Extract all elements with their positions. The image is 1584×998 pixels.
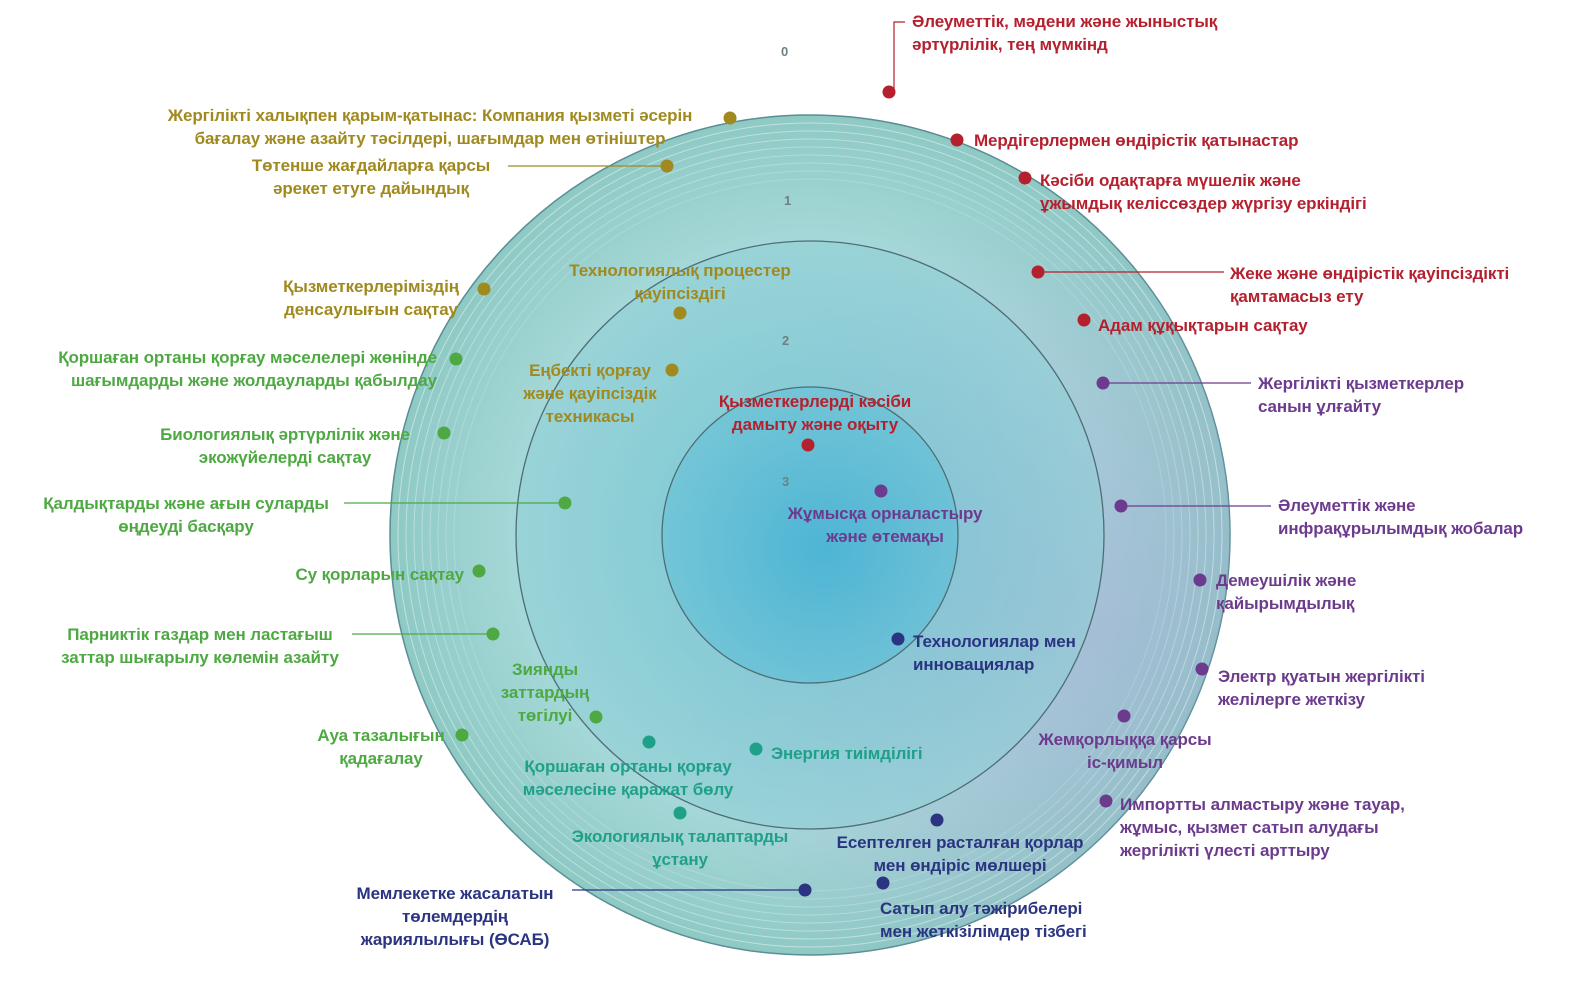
label-environmental-funding: Қоршаған ортаны қорғау мәселесіне қаража… <box>522 757 734 799</box>
label-environmental-compliance: Экологиялық талаптарды ұстану <box>571 827 789 869</box>
topic-dot <box>798 883 812 897</box>
label-sponsorship-charity: Демеушілік және қайырымдылық <box>1216 571 1357 613</box>
ring-line <box>405 130 1215 940</box>
label-ghg-emissions: Парниктік газдар мен ластағыш заттар шығ… <box>61 625 339 667</box>
topic-dot <box>1031 265 1045 279</box>
label-personal-industrial-safety: Жеке және өндірістік қауіпсіздікті қамта… <box>1230 264 1510 306</box>
topic-dot <box>1193 573 1207 587</box>
topic-dot <box>558 496 572 510</box>
topic-dot <box>437 426 451 440</box>
label-diversity-equal-opportunity: Әлеуметтік, мәдени және жыныстық әртүрлі… <box>912 12 1218 54</box>
topic-dot <box>1114 499 1128 513</box>
label-procurement-supply-chain: Сатып алу тәжірибелері мен жеткізілімдер… <box>880 899 1087 941</box>
topic-dot <box>642 735 656 749</box>
label-community-relations: Жергілікті халықпен қарым-қатынас: Компа… <box>167 106 693 148</box>
inner-circle <box>661 386 959 684</box>
ring-number-1: 1 <box>784 193 792 208</box>
topic-dot <box>749 742 763 756</box>
topic-dot <box>1018 171 1032 185</box>
topic-dot <box>876 876 890 890</box>
topic-dot <box>449 352 463 366</box>
label-technology-innovation: Технологиялар мен инновациялар <box>913 632 1076 674</box>
ring-line <box>445 170 1175 900</box>
label-import-substitution: Импортты алмастыру және тауар, жұмыс, қы… <box>1120 795 1405 860</box>
label-energy-efficiency: Энергия тиімділігі <box>771 744 923 763</box>
label-anti-corruption: Жемқорлыққа қарсы іс-қимыл <box>1038 730 1212 772</box>
topic-dot <box>472 564 486 578</box>
label-social-infrastructure-projects: Әлеуметтік және инфрақұрылымдық жобалар <box>1278 496 1524 538</box>
topic-dot <box>455 728 469 742</box>
topic-dot <box>1099 794 1113 808</box>
topic-dot <box>950 133 964 147</box>
label-water-resources: Су қорларын сақтау <box>295 565 464 584</box>
ring-line <box>437 162 1183 908</box>
topic-dot <box>673 806 687 820</box>
ring-line <box>413 138 1207 932</box>
label-payment-transparency: Мемлекетке жасалатын төлемдердің жариялы… <box>356 884 554 949</box>
label-electricity-local-grids: Электр қуатын жергілікті желілерге жеткі… <box>1218 667 1425 709</box>
label-waste-management: Қалдықтарды және ағын суларды өңдеуді ба… <box>43 494 329 536</box>
topic-dot <box>874 484 888 498</box>
label-labor-protection: Еңбекті қорғау және қауіпсіздік техникас… <box>523 361 657 426</box>
ring-number-2: 2 <box>782 333 790 348</box>
topic-dot <box>486 627 500 641</box>
topic-dot <box>665 363 679 377</box>
topic-dots <box>437 85 1209 897</box>
ring-line <box>429 154 1191 916</box>
topic-dot <box>723 111 737 125</box>
ring-number-3: 3 <box>782 474 790 489</box>
label-human-rights: Адам құқықтарын сақтау <box>1098 316 1308 335</box>
topic-dot <box>1117 709 1131 723</box>
ring-line <box>397 122 1223 948</box>
topic-dot <box>660 159 674 173</box>
ring-lines <box>397 122 1223 948</box>
label-local-employees: Жергілікті қызметкерлер санын ұлғайту <box>1258 374 1465 416</box>
topic-dot <box>930 813 944 827</box>
label-employee-health: Қызметкерлеріміздің денсаулығын сақтау <box>283 277 459 319</box>
label-emergency-preparedness: Төтенше жағдайларға қарсы әрекет етуге д… <box>251 156 491 198</box>
label-contractor-relations: Мердігерлермен өндірістік қатынастар <box>974 131 1299 150</box>
topic-dot <box>477 282 491 296</box>
topic-dot <box>673 306 687 320</box>
label-harmful-spills: Зиянды заттардың төгілуі <box>500 660 590 725</box>
topic-dot <box>882 85 896 99</box>
leader-line <box>889 21 905 93</box>
label-air-quality: Ауа тазалығын қадағалау <box>317 726 445 768</box>
label-union-freedom: Кәсіби одақтарға мүшелік және ұжымдық ке… <box>1040 171 1367 213</box>
topic-dot <box>1195 662 1209 676</box>
leader-lines <box>344 21 1271 891</box>
topic-dot <box>1096 376 1110 390</box>
label-professional-development: Қызметкерлерді кәсіби дамыту және оқыту <box>718 392 912 434</box>
topic-dot <box>891 632 905 646</box>
label-process-safety: Технологиялық процестер қауіпсіздігі <box>569 261 791 303</box>
label-biodiversity: Биологиялық әртүрлілік және экожүйелерді… <box>160 425 410 467</box>
label-environmental-complaints: Қоршаған ортаны қорғау мәселелері жөнінд… <box>58 348 437 390</box>
topic-dot <box>801 438 815 452</box>
label-employment-compensation: Жұмысқа орналастыру және өтемақы <box>787 504 983 546</box>
ring-line <box>421 146 1199 924</box>
label-reserves-production: Есептелген расталған қорлар мен өндіріс … <box>836 833 1084 875</box>
ring-number-0: 0 <box>781 44 789 59</box>
topic-dot <box>1077 313 1091 327</box>
topic-dot <box>589 710 603 724</box>
